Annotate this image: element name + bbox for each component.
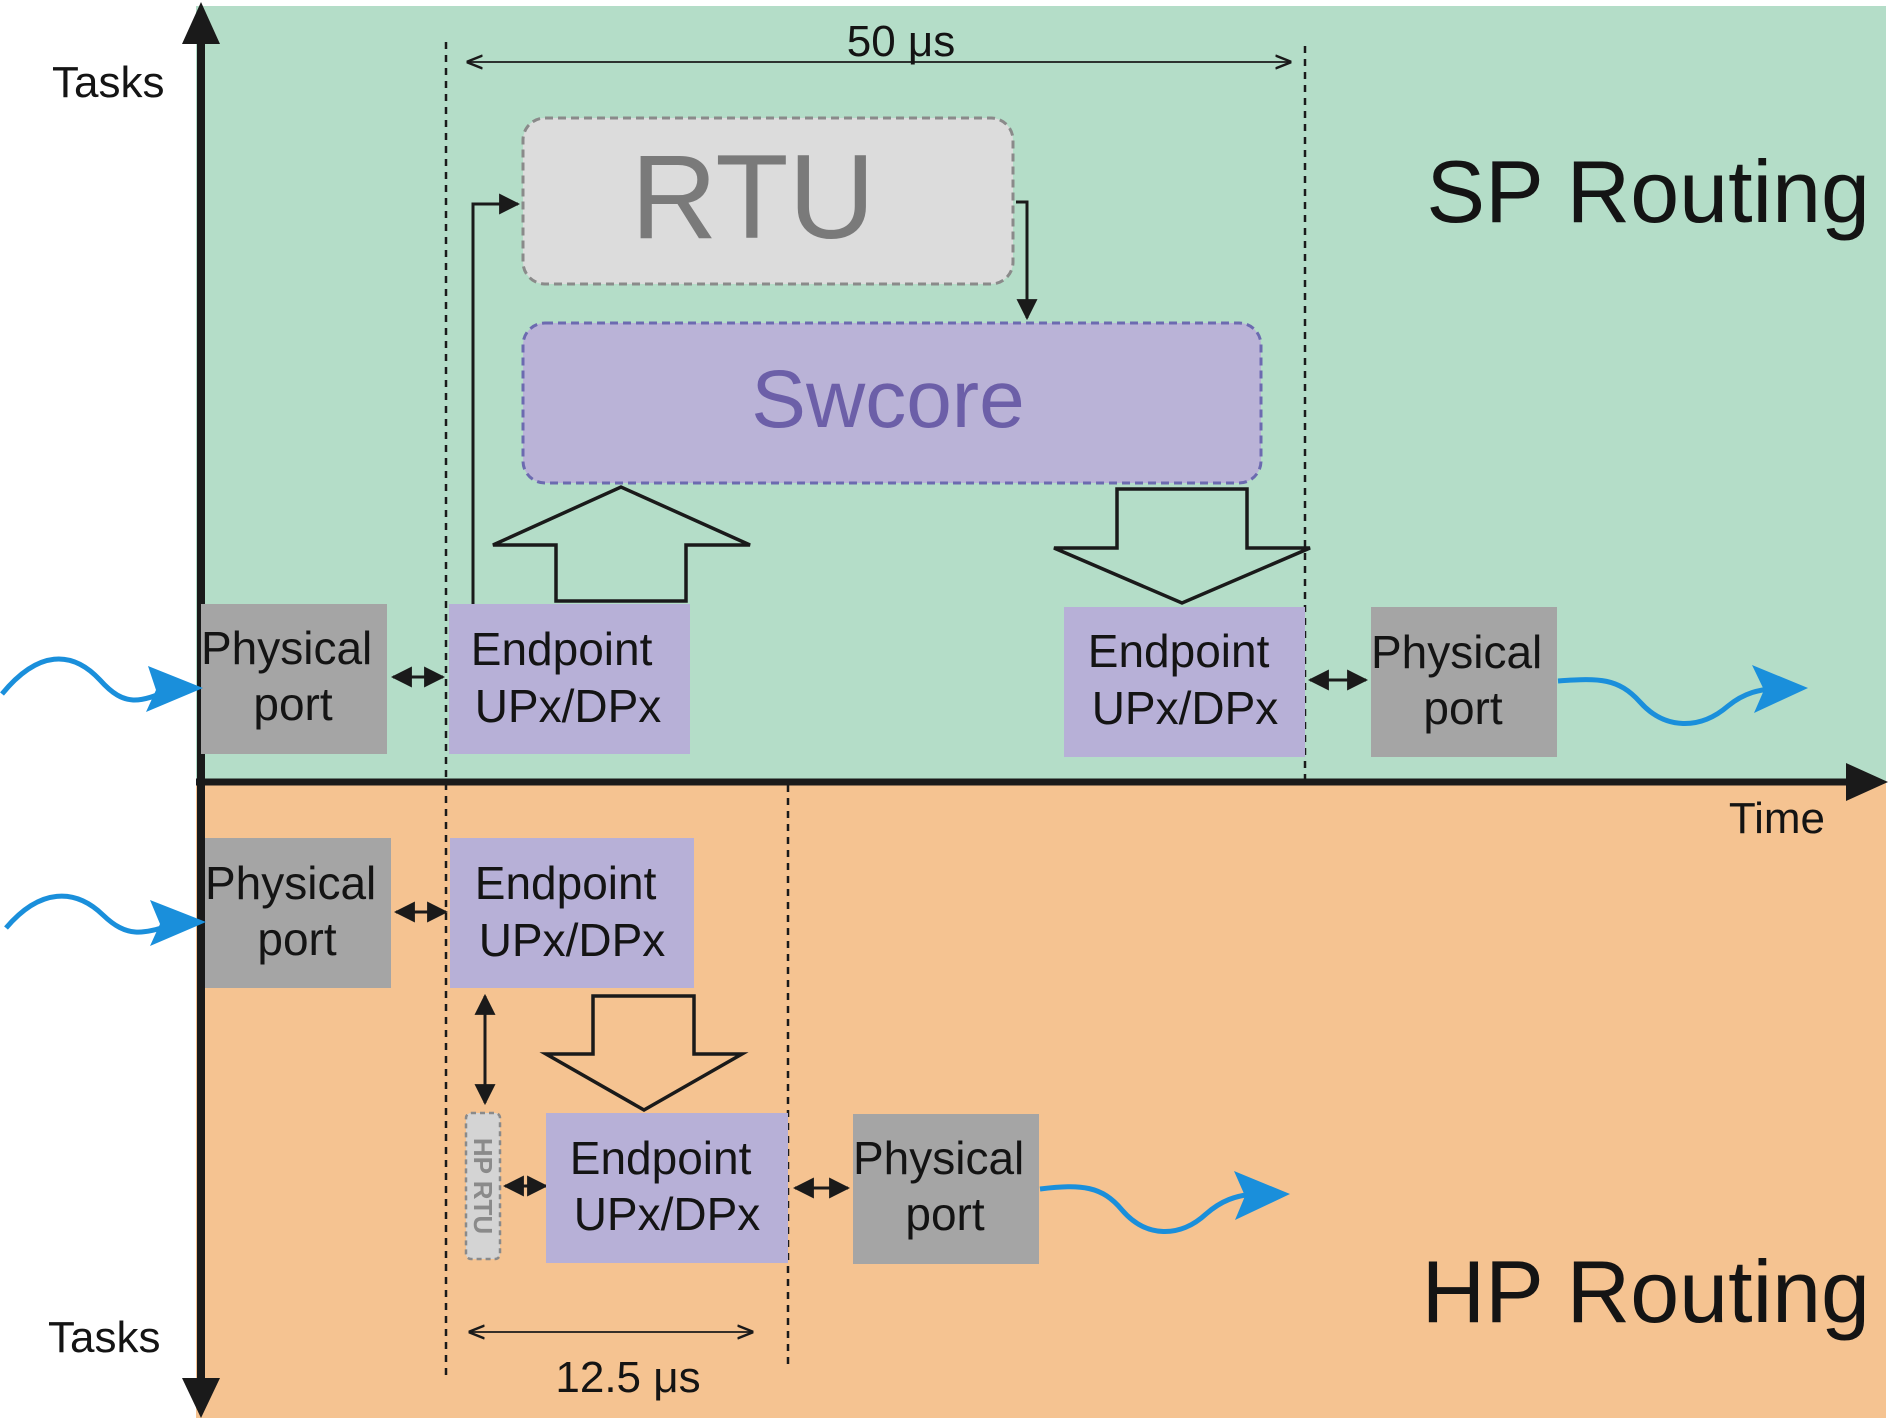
- hp-physical-port-in-label: Physical port: [205, 857, 389, 965]
- hp-rtu-box: [464, 1111, 502, 1261]
- sp-signal-wave-in-head: [146, 666, 203, 712]
- sp-endpoint-out-line2: UPx/DPx: [1092, 682, 1279, 734]
- hp-endpoint-in-label: Endpoint UPx/DPx: [475, 857, 669, 966]
- sp-physical-port-out-label: Physical port: [1371, 626, 1555, 734]
- sp-endpoint-out-line1: Endpoint: [1088, 625, 1270, 677]
- hp-signal-wave-in: [4, 893, 173, 935]
- hp-endpoint-in: [450, 838, 694, 988]
- time-axis-arrowhead: [1846, 763, 1888, 801]
- sp-physical-port-out: [1371, 607, 1557, 757]
- hp-endpoint-out: [546, 1113, 788, 1263]
- hp-endpoint-out-line2: UPx/DPx: [574, 1188, 761, 1240]
- tasks-axis-arrowhead-top: [182, 2, 220, 44]
- hp-endpoint-in-line2: UPx/DPx: [479, 914, 666, 966]
- sp-endpoint-out-label: Endpoint UPx/DPx: [1088, 625, 1282, 734]
- sp-signal-wave-in: [0, 656, 171, 703]
- rtu-box: [521, 116, 1015, 286]
- sp-endpoint-in-line1: Endpoint: [471, 623, 653, 675]
- tasks-axis-arrowhead-bottom: [182, 1378, 220, 1418]
- hp-signal-wave-in-head: [150, 900, 206, 946]
- sp-endpoint-out: [1064, 607, 1305, 757]
- hp-physical-port-out-line2: port: [905, 1188, 984, 1240]
- block-arrow-down: [1053, 487, 1311, 605]
- rtu-label: RTU: [631, 130, 875, 264]
- sp-endpoint-in: [449, 604, 690, 754]
- time-label: Time: [1729, 794, 1825, 843]
- sp-physical-port-in-label: Physical port: [201, 622, 385, 730]
- hp-signal-wave-out-head: [1234, 1171, 1290, 1220]
- block-arrow-up: [492, 485, 751, 603]
- sp-routing-title: SP Routing: [1426, 142, 1870, 241]
- rtu-to-swcore-connector: [1016, 200, 1038, 321]
- sp-physical-port-out-line1: Physical: [1371, 626, 1542, 678]
- hp-signal-wave-out: [1039, 1184, 1253, 1234]
- sp-endpoint-in-label: Endpoint UPx/DPx: [471, 623, 665, 732]
- sp-signal-wave-out-head: [1752, 665, 1808, 713]
- sp-physical-port-in-line2: port: [253, 678, 332, 730]
- hp-routing-title: HP Routing: [1422, 1242, 1870, 1341]
- sp-endpoint-in-line2: UPx/DPx: [475, 680, 662, 732]
- hp-endpoint-in-line1: Endpoint: [475, 857, 657, 909]
- hp-physical-port-out-line1: Physical: [853, 1132, 1024, 1184]
- tasks-label-top: Tasks: [52, 58, 164, 107]
- hp-physical-port-in: [205, 838, 391, 988]
- endpoint-to-rtu-connector: [471, 193, 521, 605]
- hp-endpoint-out-line1: Endpoint: [570, 1132, 752, 1184]
- hp-block-arrow-down: [539, 994, 749, 1113]
- tasks-label-bottom: Tasks: [48, 1313, 160, 1362]
- hp-rtu-label: HP RTU: [468, 1138, 498, 1234]
- sp-duration-label: 50 μs: [847, 17, 956, 66]
- swcore-label: Swcore: [751, 354, 1024, 445]
- hp-endpoint-out-label: Endpoint UPx/DPx: [570, 1132, 764, 1240]
- hp-physical-port-in-line2: port: [257, 913, 336, 965]
- swcore-box: [521, 321, 1263, 485]
- sp-physical-port-in: [201, 604, 387, 754]
- sp-physical-port-in-line1: Physical: [201, 622, 372, 674]
- hp-physical-port-out-label: Physical port: [853, 1132, 1037, 1240]
- hp-physical-port-in-line1: Physical: [205, 857, 376, 909]
- hp-duration-label: 12.5 μs: [555, 1353, 700, 1402]
- sp-physical-port-out-line2: port: [1423, 682, 1502, 734]
- hp-physical-port-out: [853, 1114, 1039, 1264]
- sp-signal-wave-out: [1557, 677, 1776, 726]
